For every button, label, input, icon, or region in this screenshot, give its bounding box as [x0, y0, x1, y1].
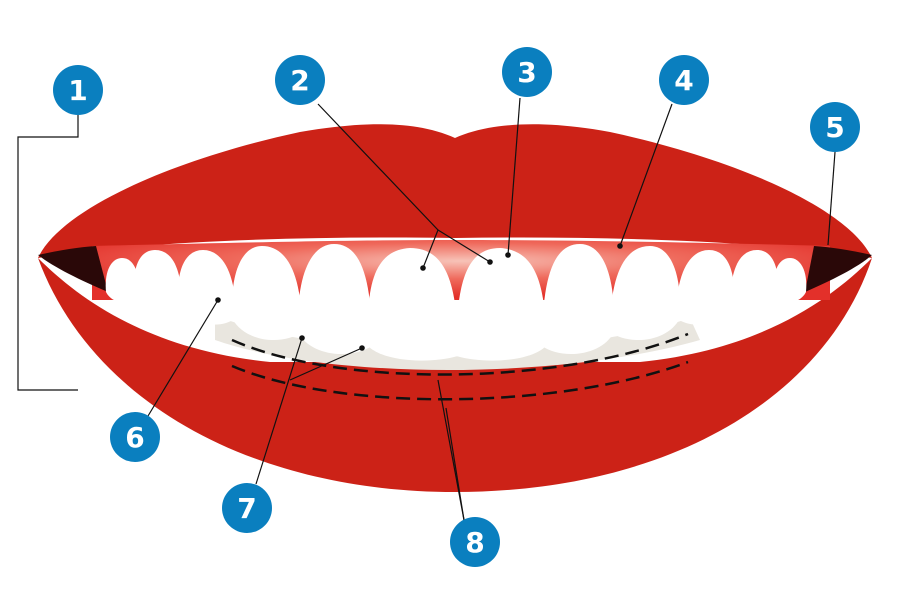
tooth-left-7: [133, 250, 182, 312]
marker-7-label: 7: [237, 492, 256, 525]
tooth-right-8: [772, 258, 807, 304]
tooth-central-right: [456, 248, 546, 361]
marker-8: 8: [450, 517, 500, 567]
upper-teeth: [105, 244, 807, 361]
leader-lines: [147, 97, 836, 521]
marker-6-label: 6: [125, 421, 144, 454]
marker-2: 2: [275, 55, 325, 105]
marker-4-label: 4: [674, 64, 693, 97]
upper-lip: [38, 124, 872, 259]
marker-5: 5: [810, 102, 860, 152]
leader-dots: [215, 243, 623, 351]
tooth-right-5: [610, 246, 681, 341]
smile-arc-upper: [231, 332, 689, 376]
tooth-right-6: [676, 250, 735, 325]
tooth-left-8: [105, 258, 140, 304]
tooth-left-5: [231, 246, 302, 341]
tooth-left-4: [297, 244, 372, 355]
marker-1-label: 1: [68, 74, 87, 107]
buccal-corridor-right: [805, 246, 872, 292]
tooth-right-4: [542, 244, 615, 355]
marker-2-label: 2: [290, 64, 309, 97]
marker-3-label: 3: [517, 56, 536, 89]
marker-1: 1: [53, 65, 103, 115]
marker-6: 6: [110, 412, 160, 462]
marker-5-label: 5: [825, 111, 844, 144]
tooth-central-left: [367, 248, 458, 361]
tooth-left-6: [177, 250, 236, 325]
marker-8-label: 8: [465, 526, 484, 559]
tooth-right-7: [730, 250, 779, 312]
buccal-corridor-left: [38, 246, 108, 292]
smile-arc-lower: [231, 360, 689, 401]
marker-4: 4: [659, 55, 709, 105]
lower-lip: [38, 258, 872, 492]
lower-teeth: [215, 315, 700, 370]
bracket-1: [17, 115, 79, 391]
marker-7: 7: [222, 483, 272, 533]
marker-3: 3: [502, 47, 552, 97]
